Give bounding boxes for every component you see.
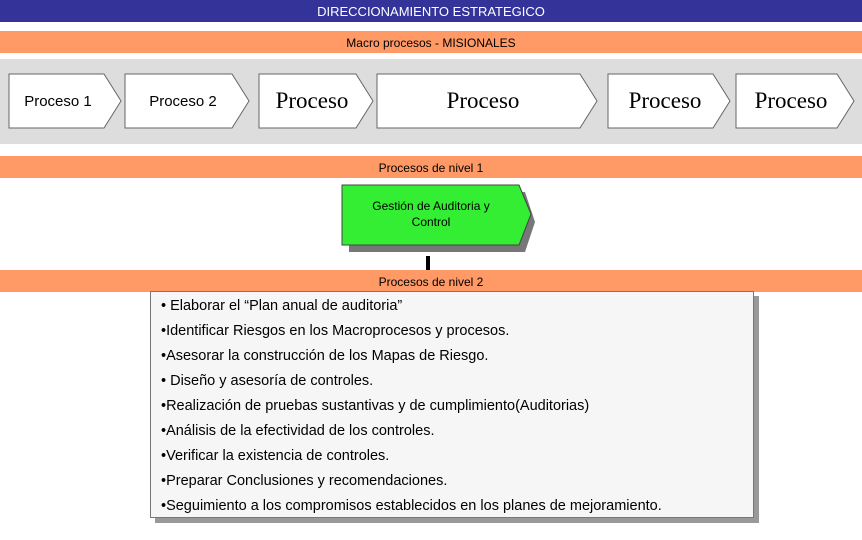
list-item: •Seguimiento a los compromisos estableci…	[161, 498, 662, 514]
process-chevron-4[interactable]: Proceso	[376, 73, 598, 129]
activities-list: • Elaborar el “Plan anual de auditoria” …	[150, 291, 754, 518]
level1-band: Procesos de nivel 1	[0, 156, 862, 178]
process-label-3: Proceso	[275, 88, 349, 113]
list-item: •Preparar Conclusiones y recomendaciones…	[161, 473, 448, 489]
process-label-1: Proceso 1	[24, 92, 92, 110]
list-item: • Diseño y asesoría de controles.	[161, 373, 374, 389]
audit-control-label-line1: Gestión de Auditoria y	[372, 199, 490, 213]
process-label-4: Proceso	[446, 88, 520, 113]
page-title: DIRECCIONAMIENTO ESTRATEGICO	[0, 0, 862, 22]
macro-processes-band: Macro procesos - MISIONALES	[0, 31, 862, 53]
list-item: •Realización de pruebas sustantivas y de…	[161, 398, 590, 414]
list-item: •Asesorar la construcción de los Mapas d…	[161, 348, 489, 364]
process-chevron-5[interactable]: Proceso	[607, 73, 731, 129]
process-label-6: Proceso	[754, 88, 828, 113]
list-item: •Análisis de la efectividad de los contr…	[161, 423, 435, 439]
process-chevron-1[interactable]: Proceso 1	[8, 73, 122, 129]
connector-line	[426, 256, 430, 270]
audit-control-process[interactable]: Gestión de Auditoria y Control	[341, 184, 535, 256]
process-chevron-6[interactable]: Proceso	[735, 73, 855, 129]
process-label-2: Proceso 2	[149, 92, 217, 110]
list-item: •Identificar Riesgos en los Macroproceso…	[161, 323, 510, 339]
process-chevron-3[interactable]: Proceso	[258, 73, 374, 129]
audit-control-label: Gestión de Auditoria y Control	[341, 184, 521, 244]
audit-control-label-line2: Control	[411, 215, 451, 229]
process-chevron-2[interactable]: Proceso 2	[124, 73, 250, 129]
level2-band: Procesos de nivel 2	[0, 270, 862, 292]
list-item: • Elaborar el “Plan anual de auditoria”	[161, 298, 403, 314]
list-item: •Verificar la existencia de controles.	[161, 448, 390, 464]
process-label-5: Proceso	[628, 88, 702, 113]
